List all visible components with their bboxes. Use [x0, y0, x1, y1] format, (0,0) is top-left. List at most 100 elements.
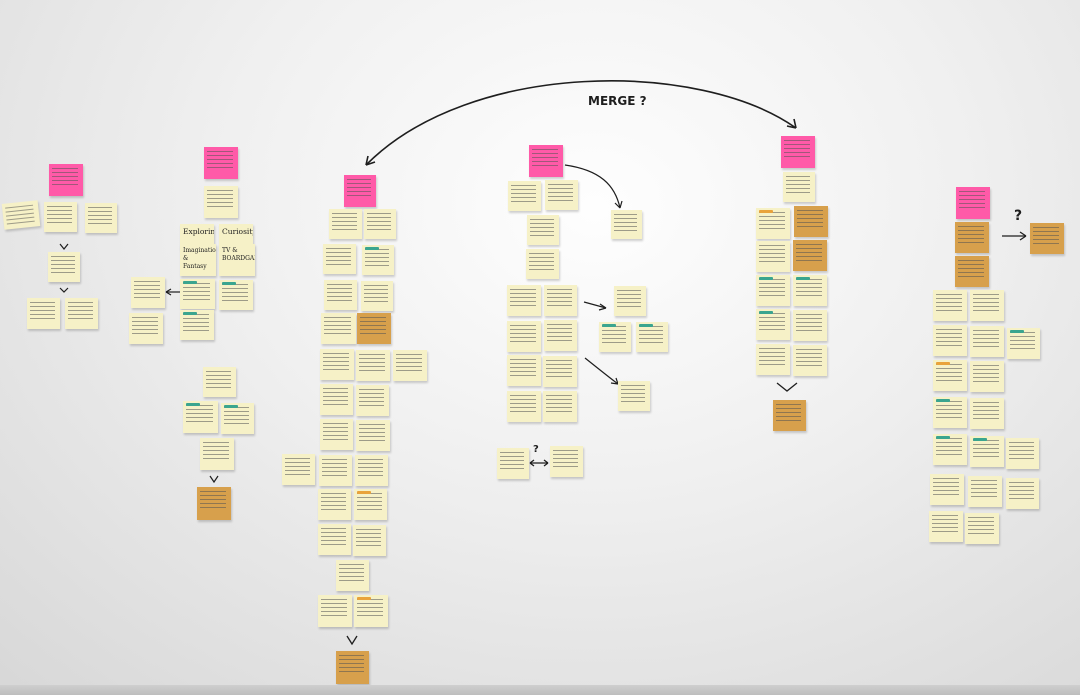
sticky-note — [282, 454, 315, 485]
sticky-note — [48, 252, 80, 282]
tab-marker — [186, 403, 200, 406]
tab-marker — [222, 282, 236, 285]
sticky-note — [1006, 478, 1039, 509]
sticky-note — [508, 181, 541, 211]
sticky-note — [221, 403, 254, 434]
sticky-note — [965, 513, 999, 544]
sticky-note — [183, 401, 218, 433]
sticky-note — [129, 313, 163, 344]
sticky-note — [361, 281, 393, 311]
sticky-note — [968, 476, 1002, 507]
sticky-note — [507, 285, 541, 316]
chevron-3 — [209, 475, 219, 484]
sticky-note — [614, 286, 646, 316]
chevron-4 — [346, 635, 358, 646]
sticky-note — [526, 249, 559, 279]
sticky-note — [355, 455, 388, 486]
sticky-note-orange — [197, 487, 231, 520]
tab-marker — [936, 362, 950, 365]
sticky-note — [929, 511, 963, 542]
sticky-note — [783, 172, 815, 202]
sticky-note — [320, 419, 353, 450]
sticky-note — [618, 381, 650, 411]
sticky-note — [65, 298, 98, 329]
merge-arrow — [365, 80, 797, 166]
sticky-note — [323, 244, 356, 274]
sticky-note — [970, 398, 1004, 429]
sticky-note — [1006, 438, 1039, 469]
chevron-1 — [59, 243, 69, 250]
sticky-note-orange — [1030, 223, 1064, 254]
sticky-note — [933, 434, 967, 465]
sticky-note — [324, 280, 357, 310]
curve-arrow-top — [564, 164, 621, 209]
sticky-note — [219, 280, 253, 310]
chevron-2 — [59, 287, 69, 293]
header-note — [344, 175, 376, 207]
sticky-note — [321, 313, 356, 344]
sticky-note — [933, 290, 967, 321]
sticky-note — [545, 180, 578, 210]
tab-marker — [183, 281, 197, 284]
sticky-note — [180, 279, 215, 309]
sticky-note — [364, 209, 396, 239]
tab-marker — [357, 597, 371, 600]
sticky-note — [507, 355, 541, 386]
header-note — [529, 145, 563, 177]
sticky-note — [497, 448, 529, 479]
tab-marker — [602, 324, 616, 327]
sticky-note — [354, 489, 387, 520]
sticky-note — [1007, 328, 1040, 359]
sticky-note — [204, 186, 238, 218]
sticky-note — [336, 560, 369, 591]
sticky-note — [318, 595, 352, 627]
sticky-note — [756, 344, 790, 375]
sticky-note — [930, 474, 964, 505]
sticky-note — [353, 525, 386, 556]
tab-marker — [1010, 330, 1024, 333]
sticky-note — [544, 320, 577, 351]
sticky-note-orange — [336, 651, 369, 684]
sticky-note — [203, 367, 236, 397]
tab-marker — [973, 438, 987, 441]
sticky-note — [318, 524, 351, 555]
tab-marker — [639, 324, 653, 327]
sticky-note — [320, 349, 354, 380]
header-note — [956, 187, 990, 219]
sticky-note — [970, 326, 1004, 357]
sticky-note — [362, 245, 394, 275]
header-note — [204, 147, 238, 179]
sticky-note — [354, 595, 388, 627]
chevron-5 — [776, 382, 798, 392]
sticky-note — [933, 360, 967, 391]
sticky-note — [756, 208, 790, 239]
sticky-note-imagination: Imagination & Fantasy — [180, 244, 216, 276]
tab-marker — [224, 405, 238, 408]
question-mark-right: ? — [1014, 208, 1023, 224]
sticky-note — [793, 310, 827, 341]
sticky-note — [543, 391, 577, 422]
sticky-note — [318, 489, 351, 520]
sticky-note — [507, 321, 541, 352]
sticky-note — [544, 285, 577, 316]
sticky-note — [320, 384, 353, 415]
sticky-note — [393, 350, 427, 381]
header-note — [781, 136, 815, 168]
tab-marker — [759, 210, 773, 213]
sticky-note-tv-boardgames: TV & BOARDGAMES — [219, 244, 255, 276]
tab-marker — [936, 436, 950, 439]
sticky-note — [356, 385, 389, 416]
sticky-note-orange — [773, 400, 806, 431]
tab-marker — [357, 491, 371, 494]
tab-marker — [365, 247, 379, 250]
sticky-note — [599, 322, 631, 352]
sticky-note — [85, 203, 117, 233]
sticky-note — [756, 309, 790, 340]
sticky-note — [756, 275, 790, 306]
sticky-note-orange — [793, 240, 827, 271]
tab-marker — [796, 277, 810, 280]
sticky-note-orange — [794, 206, 828, 237]
sticky-note-orange — [357, 313, 391, 344]
